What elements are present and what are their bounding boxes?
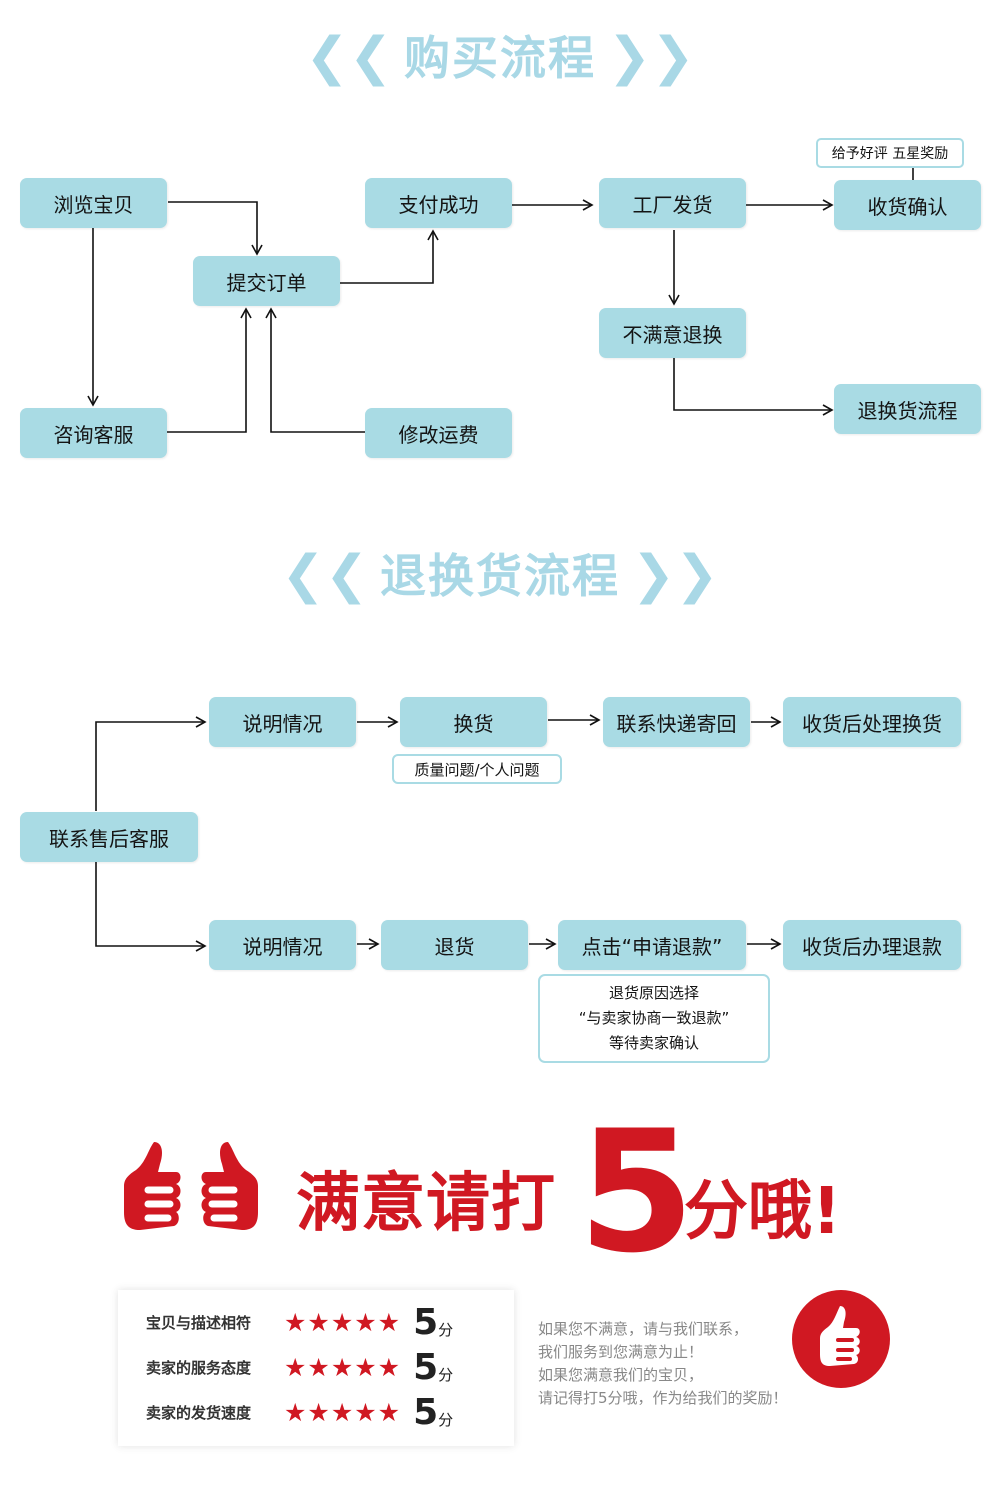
contact-courier-box: 联系快递寄回 bbox=[603, 697, 750, 747]
return-flow-arrows bbox=[95, 714, 782, 952]
star-icons: ★★★★★ bbox=[284, 1352, 402, 1382]
thumbs-up-badge-icon bbox=[792, 1290, 890, 1388]
return-process-title: ❮❮ 退换货流程 ❯❯ bbox=[0, 540, 1000, 606]
purchase-flow-arrows bbox=[87, 165, 914, 433]
purchase-process-title-text: 购买流程 bbox=[404, 31, 596, 85]
rating-unit: 分 bbox=[438, 1320, 454, 1339]
purchase-process-title: ❮❮ 购买流程 ❯❯ bbox=[0, 22, 1000, 88]
left-chevrons: ❮❮ bbox=[305, 27, 393, 87]
headline-part1: 满意请打 bbox=[296, 1167, 556, 1241]
star-icons: ★★★★★ bbox=[284, 1397, 402, 1427]
refund-note-line: “与卖家协商一致退款” bbox=[578, 1009, 730, 1027]
right-chevrons: ❯❯ bbox=[631, 545, 719, 605]
consult-service-box: 咨询客服 bbox=[20, 408, 167, 458]
explain-situation-box-2: 说明情况 bbox=[209, 920, 356, 970]
explain-situation-box: 说明情况 bbox=[209, 697, 356, 747]
payment-success-box: 支付成功 bbox=[365, 178, 512, 228]
ratings-card: 宝贝与描述相符 ★★★★★ 5 分 卖家的服务态度 ★★★★★ 5 分 卖家的发… bbox=[118, 1290, 514, 1446]
message-line: 我们服务到您满意为止！ bbox=[538, 1343, 704, 1361]
exchange-reason-note: 质量问题/个人问题 bbox=[392, 754, 562, 784]
five-star-reward-note: 给予好评 五星奖励 bbox=[816, 138, 964, 168]
return-process-box: 退换货流程 bbox=[834, 384, 981, 434]
rating-score: 5 bbox=[413, 1301, 439, 1343]
rating-label: 宝贝与描述相符 bbox=[146, 1313, 252, 1332]
rating-unit: 分 bbox=[438, 1410, 454, 1429]
rating-row: 卖家的发货速度 ★★★★★ 5 分 bbox=[146, 1391, 454, 1433]
browse-items-box: 浏览宝贝 bbox=[20, 178, 167, 228]
rating-unit: 分 bbox=[438, 1365, 454, 1384]
message-line: 请记得打5分哦，作为给我们的奖励！ bbox=[538, 1389, 788, 1407]
right-chevrons: ❯❯ bbox=[607, 27, 695, 87]
message-line: 如果您满意我们的宝贝， bbox=[538, 1366, 704, 1384]
apply-refund-box: 点击“申请退款” bbox=[558, 920, 746, 970]
process-exchange-box: 收货后处理换货 bbox=[783, 697, 961, 747]
satisfaction-message: 如果您不满意，请与我们联系， 我们服务到您满意为止！ 如果您满意我们的宝贝， 请… bbox=[538, 1318, 798, 1410]
rating-row: 宝贝与描述相符 ★★★★★ 5 分 bbox=[146, 1301, 454, 1343]
submit-order-box: 提交订单 bbox=[193, 256, 340, 306]
message-line: 如果您不满意，请与我们联系， bbox=[538, 1320, 749, 1338]
modify-shipping-box: 修改运费 bbox=[365, 408, 512, 458]
thumbs-up-icon bbox=[124, 1142, 181, 1230]
return-goods-box: 退货 bbox=[381, 920, 528, 970]
refund-note-line: 退货原因选择 bbox=[608, 984, 699, 1002]
rating-score: 5 bbox=[413, 1391, 439, 1433]
unsatisfied-return-box: 不满意退换 bbox=[599, 308, 746, 358]
refund-instructions-note: 退货原因选择 “与卖家协商一致退款” 等待卖家确认 bbox=[538, 974, 770, 1063]
return-process-title-text: 退换货流程 bbox=[380, 549, 620, 603]
rating-row: 卖家的服务态度 ★★★★★ 5 分 bbox=[146, 1346, 454, 1388]
process-refund-box: 收货后办理退款 bbox=[783, 920, 961, 970]
thumbs-up-icon bbox=[201, 1142, 258, 1230]
rating-score: 5 bbox=[413, 1346, 439, 1388]
rating-label: 卖家的发货速度 bbox=[146, 1403, 252, 1422]
star-icons: ★★★★★ bbox=[284, 1307, 402, 1337]
rating-label: 卖家的服务态度 bbox=[146, 1358, 252, 1377]
refund-note-line: 等待卖家确认 bbox=[608, 1034, 699, 1052]
headline-number: 5 bbox=[578, 1094, 695, 1290]
headline-part2: 分哦! bbox=[684, 1175, 842, 1249]
receipt-confirm-box: 收货确认 bbox=[834, 180, 981, 230]
contact-aftersales-box: 联系售后客服 bbox=[20, 812, 198, 862]
exchange-box: 换货 bbox=[400, 697, 547, 747]
left-chevrons: ❮❮ bbox=[281, 545, 369, 605]
factory-ship-box: 工厂发货 bbox=[599, 178, 746, 228]
